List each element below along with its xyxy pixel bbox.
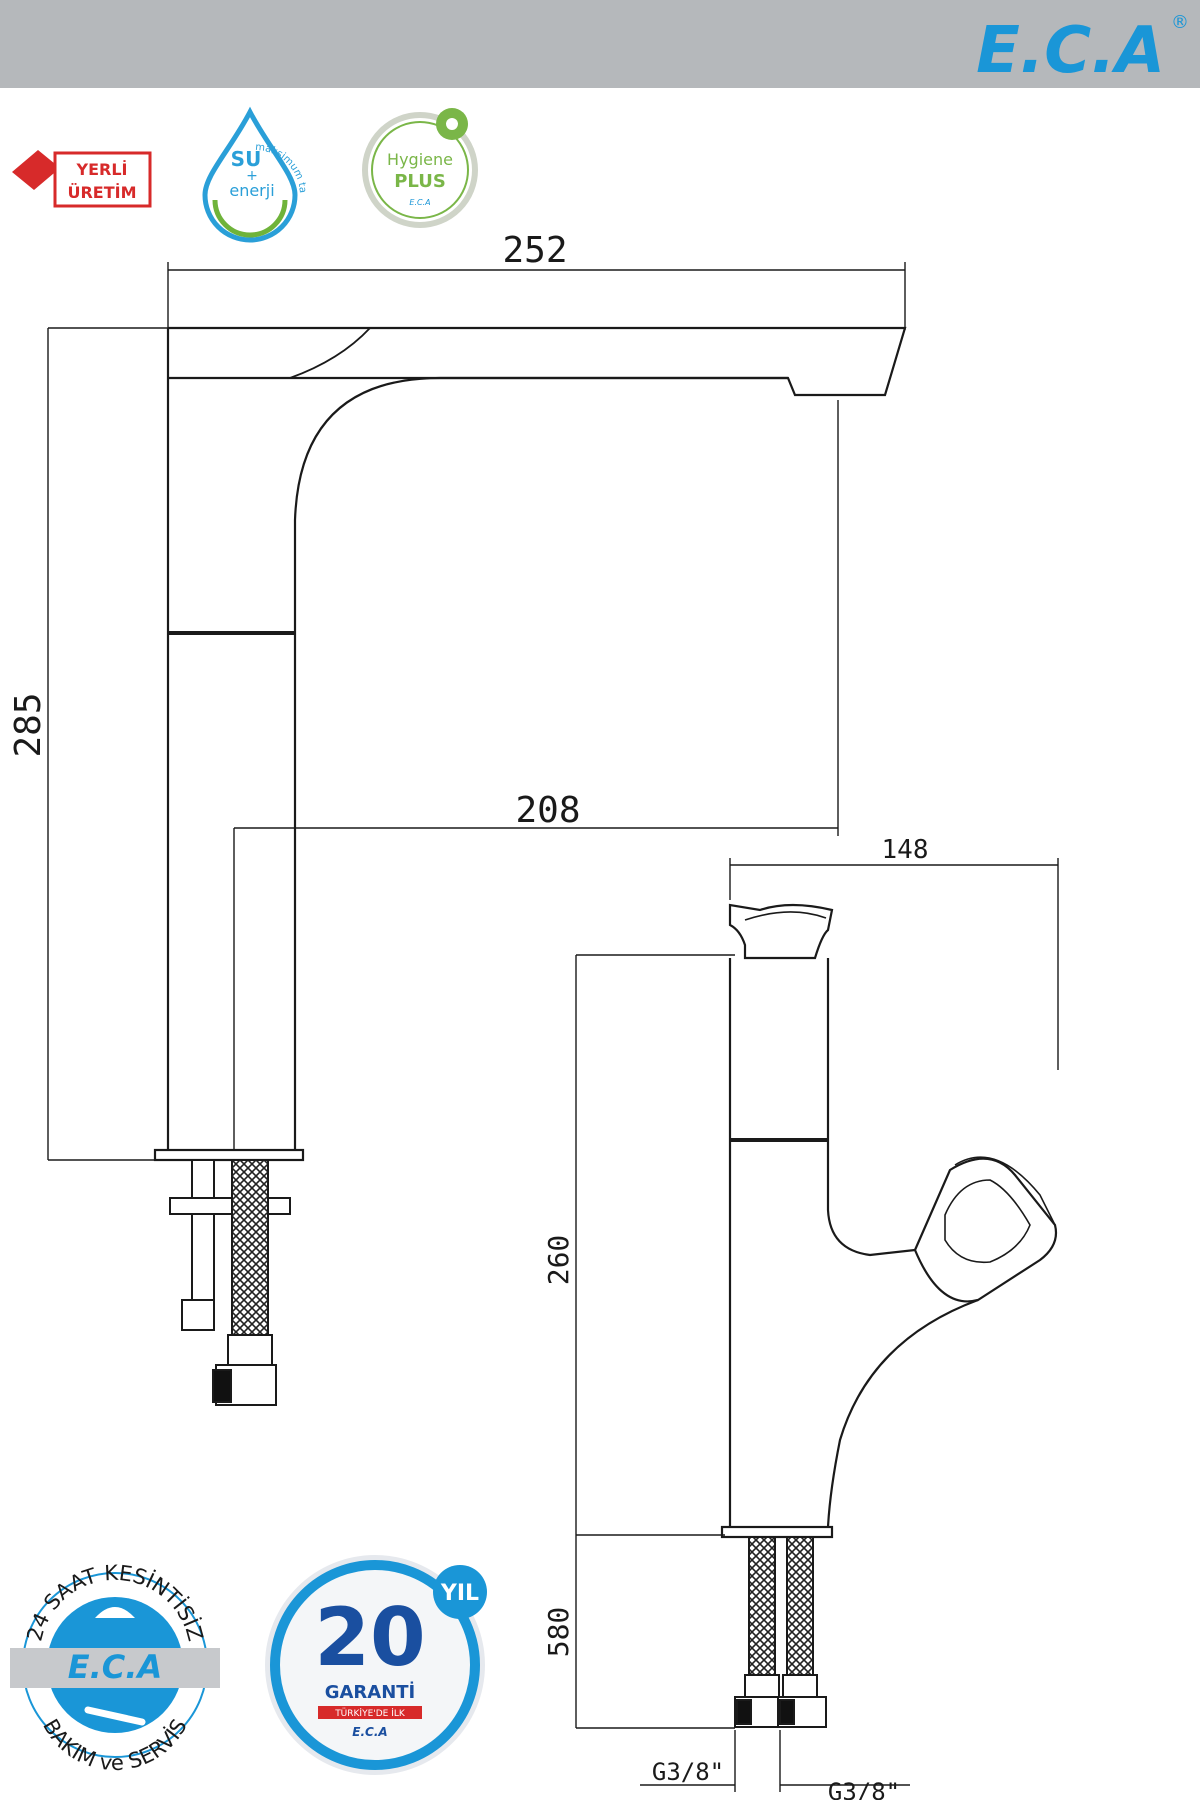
thread-right-label: G3/8" — [828, 1778, 900, 1800]
dim-148-label: 148 — [882, 835, 929, 865]
su-text: SU — [231, 147, 262, 171]
service-brand-text: E.C.A — [68, 1648, 162, 1686]
garanti-text: GARANTİ — [325, 1681, 416, 1703]
yerli-text: YERLİ — [76, 160, 128, 179]
uretim-text: ÜRETİM — [67, 183, 136, 202]
warranty-years-text: 20 — [314, 1591, 425, 1684]
yil-text: YIL — [440, 1581, 479, 1606]
turkiye-text: TÜRKİYE'DE İLK — [334, 1708, 406, 1719]
thread-left-label: G3/8" — [652, 1758, 724, 1786]
thread-dimension-lines — [640, 1730, 910, 1792]
dim-285-label: 285 — [8, 692, 49, 757]
hygiene-text: Hygiene — [387, 150, 453, 169]
faucet-side-view — [575, 858, 1059, 1729]
front-view-fittings — [169, 1159, 291, 1406]
water-drop-icon — [202, 106, 298, 243]
side-view-fittings — [734, 1536, 827, 1728]
warranty-brand-text: E.C.A — [352, 1725, 387, 1739]
plus-label-text: PLUS — [394, 171, 446, 192]
eca-logo-text: E.C.A — [976, 14, 1165, 88]
header-bar — [0, 0, 1200, 88]
dim-260-label: 260 — [542, 1235, 575, 1286]
dim-208-label: 208 — [515, 790, 580, 831]
hygiene-plus-badge: Hygiene PLUS E.C.A — [362, 108, 478, 228]
yerli-uretim-badge: YERLİ ÜRETİM — [12, 150, 152, 208]
dim-252-label: 252 — [502, 230, 567, 271]
service-badge: E.C.A 24 SAAT KESİNTİSİZ BAKIM ve SERVİS — [10, 1561, 220, 1775]
enerji-text: enerji — [229, 181, 274, 200]
registered-mark: ® — [1171, 12, 1189, 33]
warranty-badge: YIL 20 GARANTİ TÜRKİYE'DE İLK E.C.A — [265, 1555, 487, 1775]
eca-logo: E.C.A ® — [976, 12, 1189, 88]
hygiene-brand-text: E.C.A — [409, 198, 430, 207]
dim-580-label: 580 — [542, 1607, 575, 1658]
su-enerji-badge: SU + enerji maksimum tasarruf — [0, 0, 308, 243]
leaf-arc-icon — [212, 199, 288, 238]
helmet-icon — [95, 1607, 135, 1618]
yil-circle-icon — [433, 1565, 487, 1619]
wrench-icon — [84, 1706, 146, 1726]
faucet-front-view — [47, 262, 907, 1162]
plus-text: + — [246, 168, 258, 184]
handshake-icon — [12, 150, 60, 190]
